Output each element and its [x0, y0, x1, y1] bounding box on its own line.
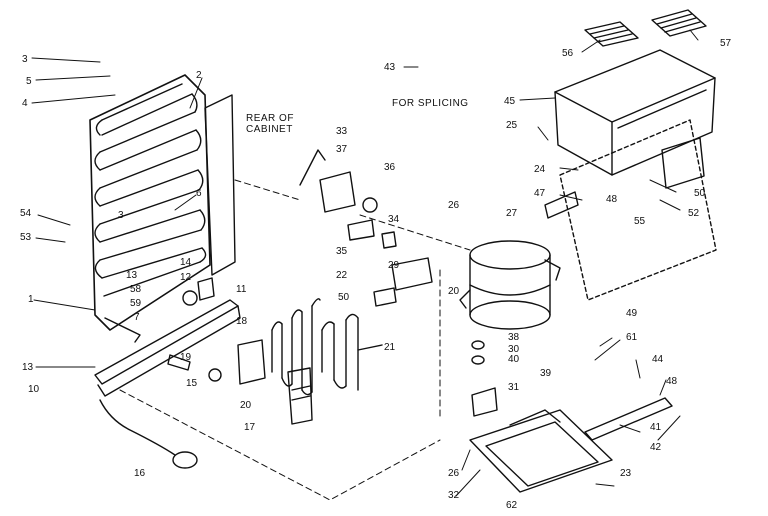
- grommets: [471, 340, 498, 417]
- callout-26b: 26: [448, 468, 460, 479]
- callout-35: 35: [336, 246, 348, 257]
- compressor: [459, 240, 561, 330]
- callout-24: 24: [534, 164, 546, 175]
- callout-48b: 48: [666, 376, 678, 387]
- callout-7: 7: [134, 312, 140, 323]
- callout-42: 42: [650, 442, 662, 453]
- callout-52: 52: [688, 208, 700, 219]
- callout-58: 58: [130, 284, 142, 295]
- callout-21: 21: [384, 342, 396, 353]
- bracket-assembly: [347, 219, 397, 249]
- callout-17: 17: [244, 422, 256, 433]
- for-splicing-note: FOR SPLICING: [392, 98, 469, 109]
- callout-1: 1: [28, 294, 34, 305]
- callout-39: 39: [540, 368, 552, 379]
- base-rail: [94, 299, 241, 397]
- callout-44: 44: [652, 354, 664, 365]
- callout-49: 49: [626, 308, 638, 319]
- overload-protector: [299, 149, 378, 213]
- condenser-coil: [89, 74, 211, 331]
- rear-of-cabinet-line2: CABINET: [246, 124, 293, 135]
- callout-11: 11: [236, 284, 247, 295]
- callout-48a: 48: [606, 194, 618, 205]
- callout-37: 37: [336, 144, 348, 155]
- leader-lines: [31, 29, 699, 497]
- callout-27: 27: [506, 208, 518, 219]
- callout-14: 14: [180, 257, 192, 268]
- callout-32: 32: [448, 490, 460, 501]
- callout-15: 15: [186, 378, 198, 389]
- callout-55: 55: [634, 216, 646, 227]
- rear-of-cabinet-line1: REAR OF: [246, 113, 294, 124]
- callout-5: 5: [26, 76, 32, 87]
- rear-cabinet-plate: [204, 94, 236, 276]
- rear-of-cabinet-note: REAR OF CABINET: [246, 113, 294, 135]
- callout-45: 45: [504, 96, 516, 107]
- compressor-cover: [554, 49, 716, 176]
- callout-50b: 50: [694, 188, 706, 199]
- evaporator-tubing: [271, 298, 383, 396]
- relay-mount: [373, 257, 433, 307]
- callout-40: 40: [508, 354, 520, 365]
- callout-23: 23: [620, 468, 632, 479]
- callout-41: 41: [650, 422, 662, 433]
- callout-47: 47: [534, 188, 546, 199]
- relay-parts: [167, 277, 266, 385]
- callout-43: 43: [384, 62, 396, 73]
- callout-16: 16: [134, 468, 146, 479]
- callout-57: 57: [720, 38, 732, 49]
- callout-54: 54: [20, 208, 32, 219]
- callout-13b: 13: [22, 362, 34, 373]
- callout-62: 62: [506, 500, 518, 511]
- callout-4: 4: [22, 98, 28, 109]
- vent-grilles: [584, 9, 707, 47]
- callout-38: 38: [508, 332, 520, 343]
- callout-26a: 26: [448, 200, 460, 211]
- callout-36: 36: [384, 162, 396, 173]
- callout-33: 33: [336, 126, 348, 137]
- callout-53: 53: [20, 232, 32, 243]
- callout-29: 29: [388, 260, 400, 271]
- callout-3b: 3: [118, 210, 124, 221]
- callout-18: 18: [236, 316, 248, 327]
- mounting-bracket: [584, 397, 673, 441]
- callout-12: 12: [180, 272, 192, 283]
- callout-34: 34: [388, 214, 400, 225]
- power-cord: [99, 399, 198, 469]
- base-pan: [469, 409, 613, 493]
- callout-61: 61: [626, 332, 638, 343]
- callout-19: 19: [180, 352, 192, 363]
- callout-56: 56: [562, 48, 574, 59]
- callout-13a: 13: [126, 270, 138, 281]
- filter-drier: [287, 367, 313, 425]
- callout-6: 6: [196, 188, 202, 199]
- callout-30: 30: [508, 344, 520, 355]
- callout-20b: 20: [448, 286, 460, 297]
- callout-50a: 50: [338, 292, 350, 303]
- callout-25: 25: [506, 120, 518, 131]
- callout-2: 2: [196, 70, 202, 81]
- callout-labels: 3 5 4 2 6 3 54 53 14 13 12 11 1 58 59 7 …: [20, 38, 732, 511]
- callout-31: 31: [508, 382, 520, 393]
- callout-3a: 3: [22, 54, 28, 65]
- callout-22: 22: [336, 270, 348, 281]
- callout-20a: 20: [240, 400, 252, 411]
- callout-10: 10: [28, 384, 40, 395]
- dashed-reference-lines: [119, 179, 471, 501]
- callout-59: 59: [130, 298, 142, 309]
